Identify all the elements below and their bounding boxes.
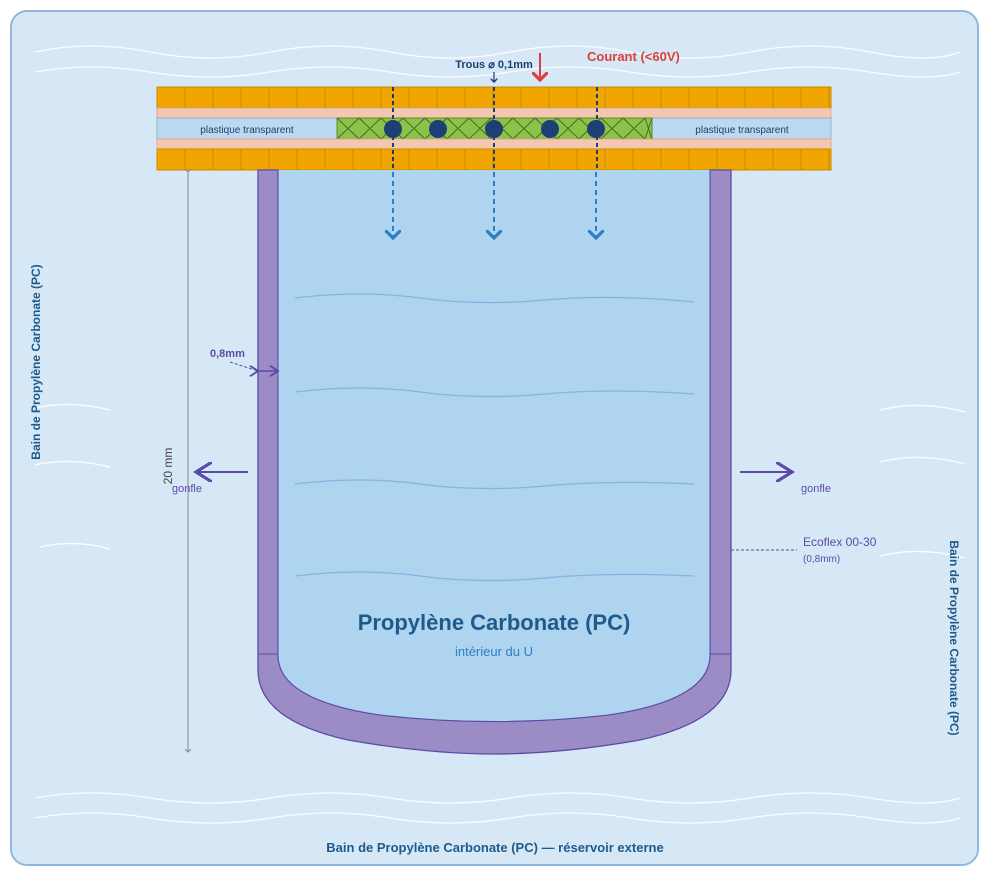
bottom-electrode-segments: [184, 149, 830, 170]
pc-inner-fill: [278, 170, 710, 722]
bath-label-left: Bain de Propylène Carbonate (PC): [29, 264, 43, 459]
pc-waves: [294, 293, 695, 582]
mesh-cross: [446, 117, 470, 140]
mesh-cross: [468, 117, 492, 140]
bath-label-bottom: Bain de Propylène Carbonate (PC) — réser…: [326, 840, 663, 855]
bath-waves: [34, 45, 966, 824]
pc-title: Propylène Carbonate (PC): [358, 610, 631, 635]
plastic-right-label: plastique transparent: [695, 125, 789, 136]
ecoflex-thickness-label: (0,8mm): [803, 554, 840, 565]
mesh-cross: [336, 117, 360, 140]
top-electrode-segments: [184, 87, 830, 108]
mesh-cross: [622, 117, 646, 140]
plastic-left-label: plastique transparent: [200, 125, 294, 136]
ecoflex-label: Ecoflex 00-30: [803, 535, 877, 549]
mesh-cross: [358, 117, 382, 140]
mesh-cross: [512, 117, 536, 140]
mesh-cross: [644, 117, 653, 140]
mesh-cross: [600, 117, 624, 140]
height-label: 20 mm: [161, 448, 175, 485]
mesh-dot: [429, 120, 447, 138]
swell-label-right: gonfle: [801, 483, 831, 495]
electrode-assembly: plastique transparent plastique transpar…: [156, 86, 832, 171]
mesh-cross: [556, 117, 580, 140]
mesh-cross: [402, 117, 426, 140]
mesh-dot: [541, 120, 559, 138]
u-inner-edge-bottom: [277, 654, 711, 722]
holes-label: Trous ⌀ 0,1mm: [455, 59, 533, 71]
thickness-label: 0,8mm: [210, 348, 245, 360]
current-label: Courant (<60V): [587, 49, 680, 64]
pc-subtitle: intérieur du U: [455, 644, 533, 659]
bath-label-right: Bain de Propylène Carbonate (PC): [947, 540, 961, 735]
swell-label-left: gonfle: [172, 483, 202, 495]
